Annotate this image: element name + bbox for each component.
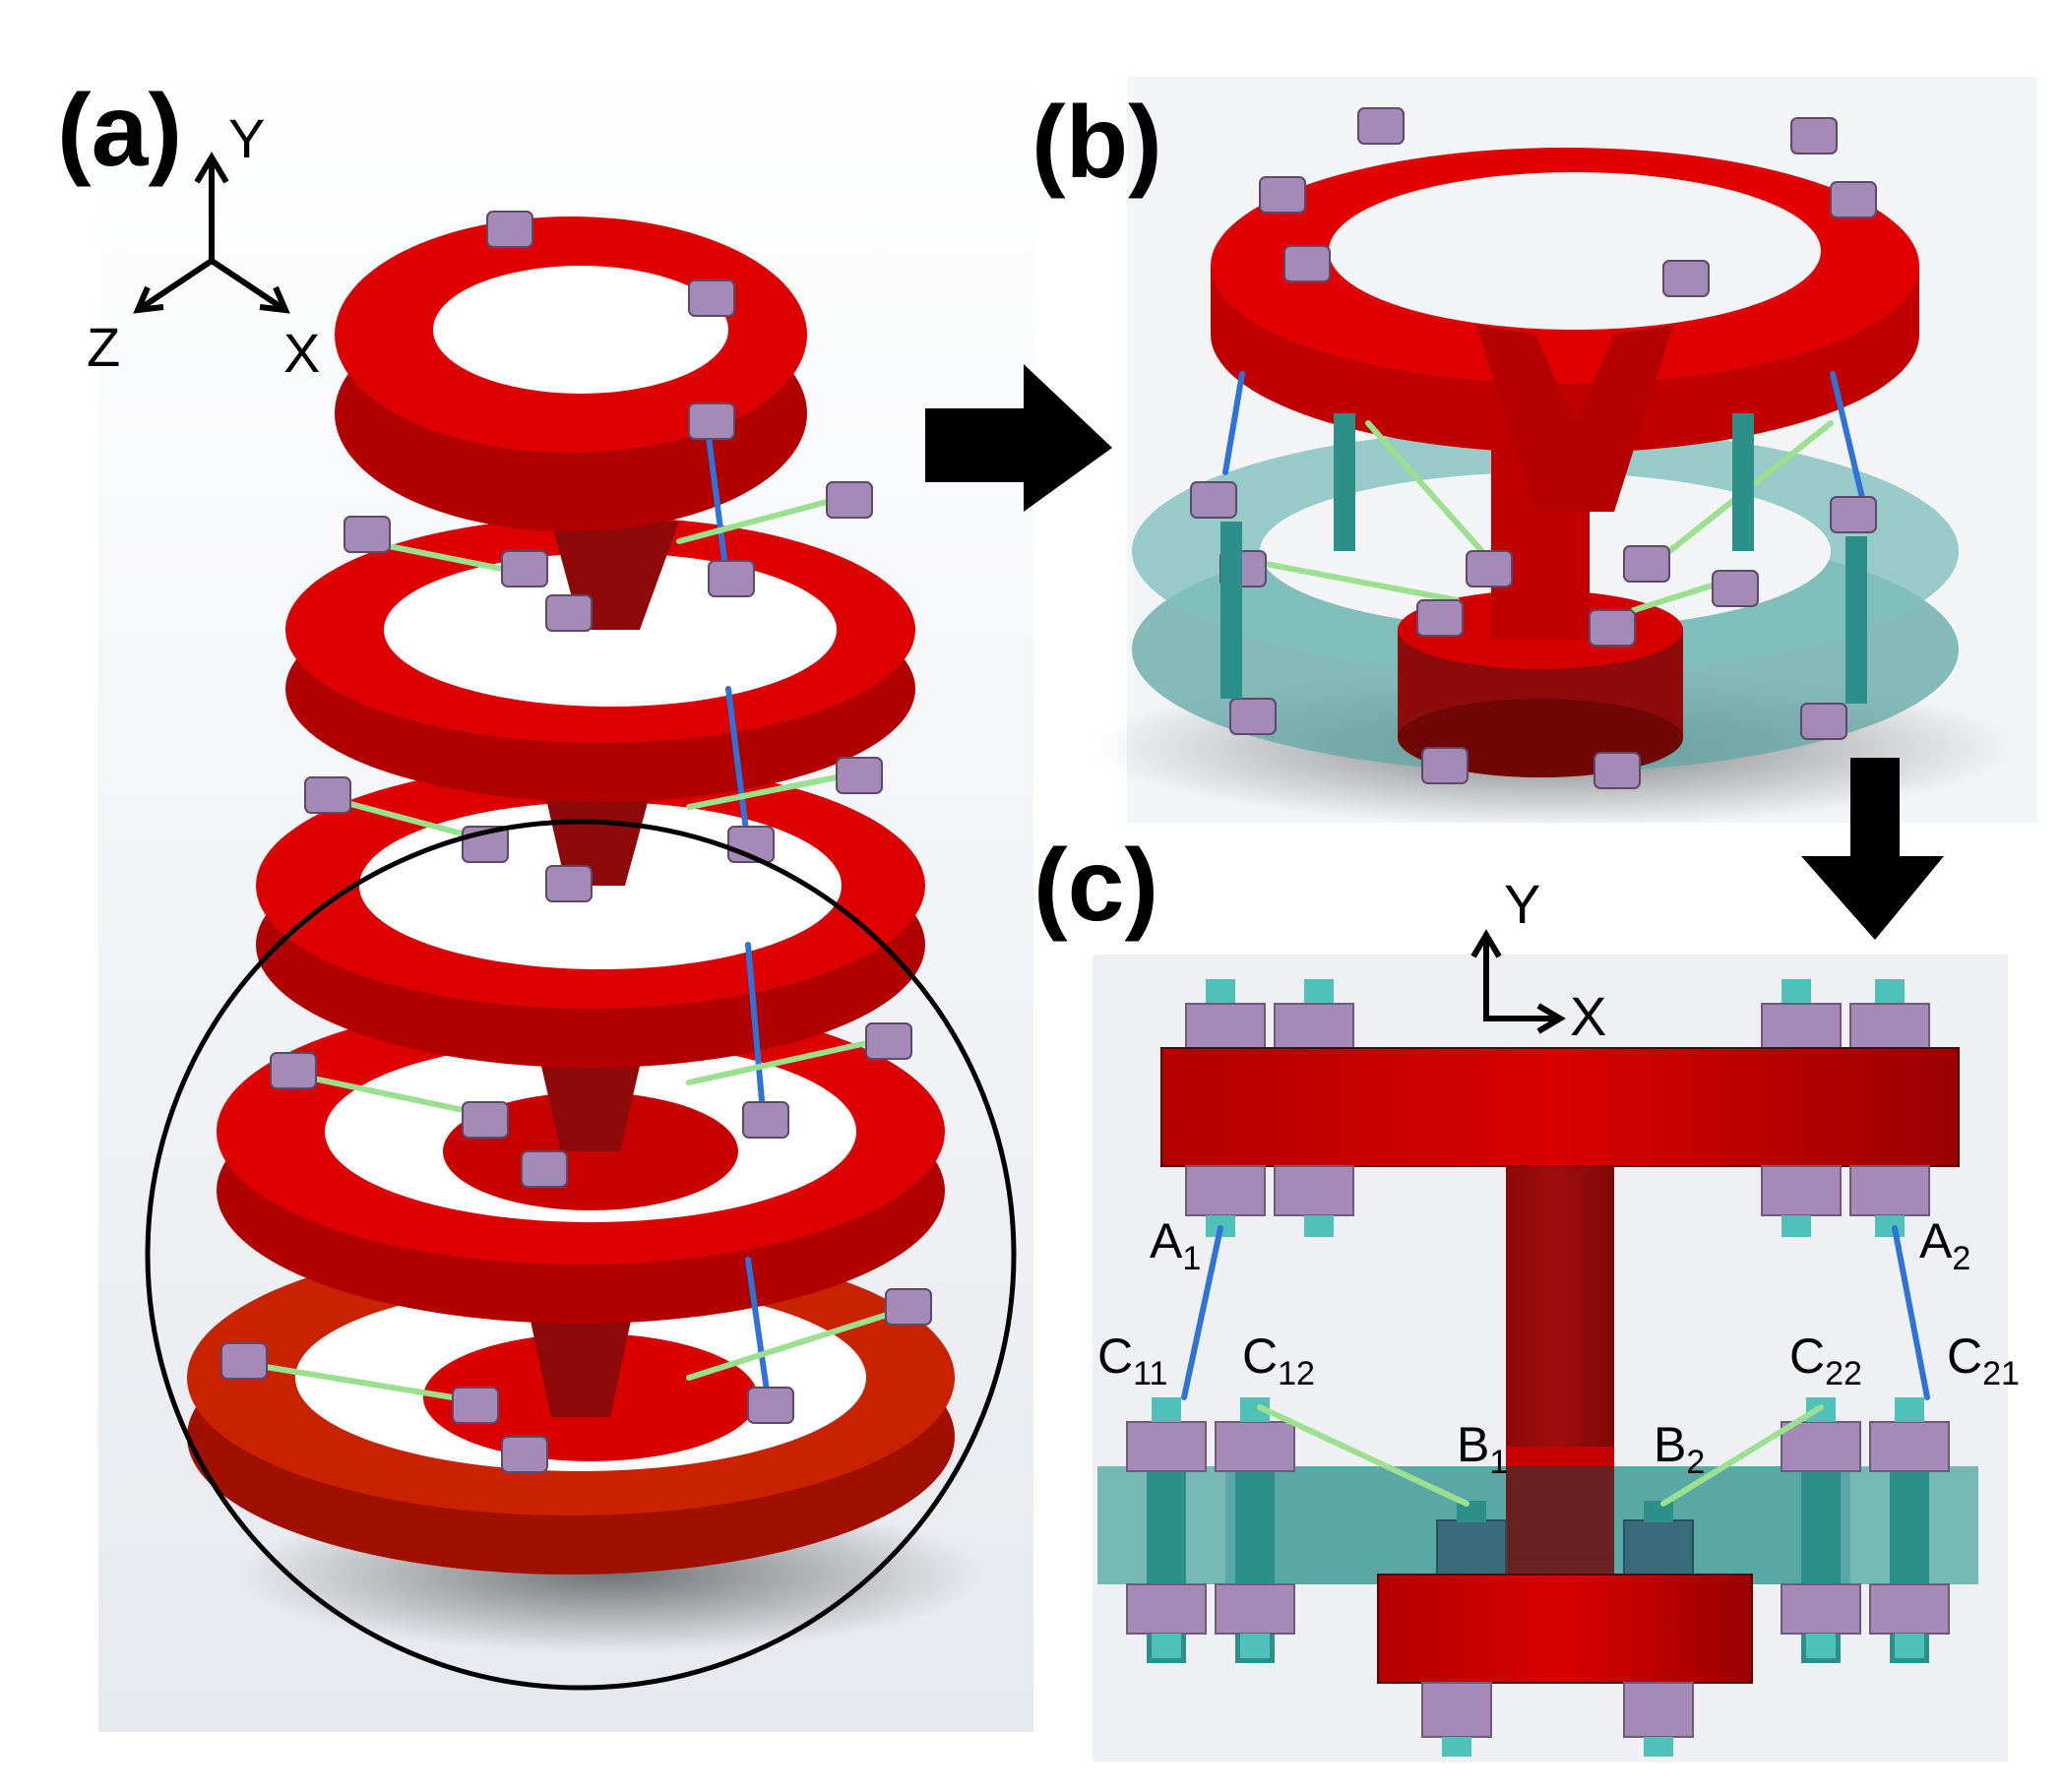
axis-x-label-c: X: [1570, 985, 1606, 1047]
center-post-band: [1506, 1447, 1614, 1466]
base-nuts-c: [1126, 1421, 1950, 1635]
arrow-down: [1801, 758, 1944, 940]
top-plate-c: [1160, 1047, 1960, 1167]
label-C12: C12: [1242, 1329, 1315, 1392]
post-through-base: [1506, 1466, 1614, 1575]
bottom-bolt-right: [1644, 1737, 1673, 1757]
axis-x-label-a: X: [283, 322, 320, 384]
panel-a-label: (a): [57, 74, 182, 188]
axis-triad-a: [133, 152, 290, 314]
nuts-b: [1190, 107, 1877, 789]
panel-c-label: (c): [1033, 829, 1158, 943]
label-A2: A2: [1919, 1213, 1970, 1277]
label-C11: C11: [1097, 1329, 1167, 1392]
label-B1: B1: [1457, 1417, 1508, 1481]
panel-c: (c) Y X: [1033, 829, 2020, 1761]
cables-a: [238, 418, 908, 1400]
cable-C22-B2: [1660, 1404, 1824, 1507]
panel-b-label: (b): [1032, 86, 1162, 200]
ring-stack: [187, 216, 955, 1575]
panel-a: (a) Y Z X: [57, 59, 1033, 1732]
bottom-nut-right: [1623, 1682, 1694, 1738]
base-bolt-tips-c: [1152, 1397, 1924, 1658]
axis-y-label-c: Y: [1504, 873, 1540, 935]
bottom-disc-c: [1377, 1574, 1753, 1684]
bolts-b: [1220, 413, 1867, 704]
axis-triad-c: [1470, 929, 1566, 1034]
label-A1: A1: [1150, 1213, 1201, 1277]
arrow-right: [925, 364, 1112, 512]
panel-b: (b): [1032, 77, 2037, 827]
ring-2: [285, 517, 915, 802]
ring-1: [335, 216, 807, 531]
label-C22: C22: [1789, 1329, 1862, 1392]
cable-C12-B1: [1257, 1404, 1469, 1507]
highlight-circle: [145, 819, 1017, 1691]
cables-c: [1181, 1225, 1930, 1507]
bottom-bolt-left: [1442, 1737, 1471, 1757]
top-bolts-c: [1185, 979, 1930, 1049]
point-labels-c: A1 A2 C11 C12 C22 C21 B1 B2: [1097, 1213, 2020, 1481]
cable-A2-C21: [1892, 1225, 1930, 1400]
inner-nuts-c: [1436, 1501, 1694, 1580]
ring-5: [187, 1240, 955, 1575]
label-B2: B2: [1654, 1417, 1705, 1481]
label-C21: C21: [1947, 1329, 2020, 1392]
axis-y-label-a: Y: [228, 107, 265, 169]
nuts-a: [220, 211, 932, 1473]
bottom-nut-left: [1421, 1682, 1492, 1738]
axis-z-label-a: Z: [87, 316, 120, 378]
cable-A1-C11: [1181, 1225, 1223, 1400]
top-plate-nuts-c: [1185, 1165, 1930, 1237]
